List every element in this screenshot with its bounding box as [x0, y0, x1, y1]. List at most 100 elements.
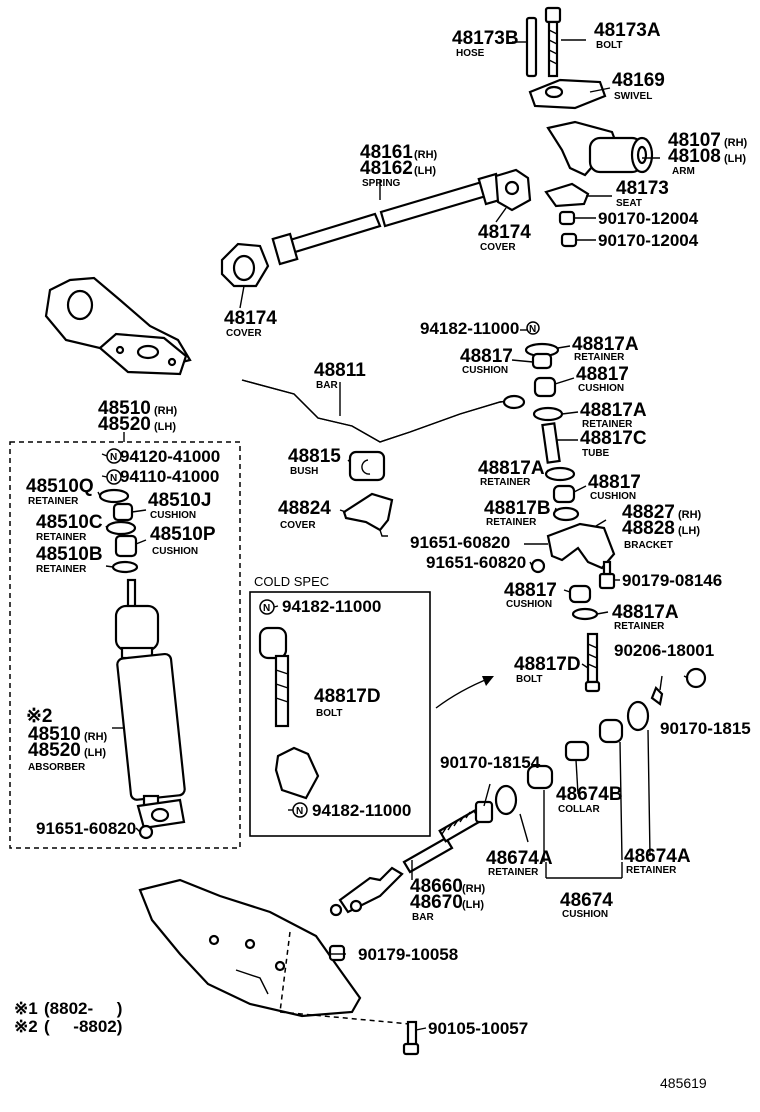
bush-48815-drawing	[348, 450, 386, 482]
label-48817c: 48817C	[580, 428, 647, 449]
label-48173a: 48173A	[594, 20, 661, 41]
label-48817-3: 48817	[588, 472, 641, 493]
label-48107: 48107	[668, 130, 721, 151]
label-48107-side: (RH)	[724, 137, 748, 149]
label-90170-18154: 90170-18154	[440, 753, 541, 772]
label-48173-desc: SEAT	[616, 198, 642, 209]
seat-48173-drawing	[544, 182, 590, 208]
label-48108-side: (LH)	[724, 153, 746, 165]
label-90206: 90206-18001	[614, 641, 714, 660]
stabilizer-bar-48811-drawing	[241, 379, 526, 443]
nut-90179-10058-drawing	[328, 944, 346, 962]
label-48827: 48827	[622, 502, 675, 523]
label-48174-top: 48174	[478, 222, 531, 243]
label-90179-08146: 90179-08146	[622, 571, 722, 590]
retainer-48510q-drawing	[98, 488, 130, 504]
label-48674b: 48674B	[556, 784, 623, 805]
cold-spec-arrow	[435, 676, 494, 709]
dashed-link-lower	[279, 931, 411, 1025]
cold-link-drawing	[258, 626, 320, 800]
label-48174-top-desc: COVER	[480, 242, 516, 253]
label-48670-side: (LH)	[462, 899, 484, 911]
note-2-text: ( -8802)	[44, 1017, 122, 1036]
label-48510j-desc: CUSHION	[150, 510, 196, 521]
label-94182-cold-top: 94182-11000	[282, 597, 381, 616]
label-48161-desc: SPRING	[362, 178, 401, 189]
nut-90170-12004-a	[558, 210, 576, 226]
label-48817c-desc: TUBE	[582, 448, 610, 459]
label-48674a-l-desc: RETAINER	[488, 867, 539, 878]
label-48817a-3-desc: RETAINER	[480, 477, 531, 488]
label-48817d-desc: BOLT	[516, 674, 542, 685]
label-48817a-4: 48817A	[612, 602, 679, 623]
label-48817-2: 48817	[576, 364, 629, 385]
label-91651-b: 91651-60820	[426, 553, 526, 572]
label-48674a-r: 48674A	[624, 846, 691, 867]
label-48817d-cold-desc: BOLT	[316, 708, 342, 719]
cushion-48817-2-drawing	[533, 376, 557, 398]
label-48817a-3: 48817A	[478, 458, 545, 479]
label-90170-12004-b: 90170-12004	[598, 231, 699, 250]
label-48520: 48520	[98, 414, 151, 435]
cushion-48817-1-drawing	[531, 352, 553, 370]
note-2-mark: ※2	[14, 1017, 38, 1036]
label-48173a-desc: BOLT	[596, 40, 622, 51]
svg-text:N: N	[263, 603, 270, 614]
label-90170-18154-r: 90170-1815	[660, 719, 751, 738]
note-1-text: (8802- )	[44, 999, 122, 1018]
label-48670: 48670	[410, 892, 463, 913]
label-48815-desc: BUSH	[290, 466, 318, 477]
nut-94182-cold-bot-drawing: N	[292, 802, 308, 818]
label-48161-side: (RH)	[414, 149, 438, 161]
label-91651-a: 91651-60820	[410, 533, 510, 552]
label-48817a-1-desc: RETAINER	[574, 352, 625, 363]
frame-bracket-drawing	[44, 276, 192, 376]
note-1-mark: ※1	[14, 999, 38, 1018]
label-48107-desc: ARM	[672, 166, 695, 177]
label-90179-10058: 90179-10058	[358, 945, 458, 964]
label-48510p-desc: CUSHION	[152, 546, 198, 557]
cushion-48817-4-drawing	[568, 584, 592, 604]
label-48161: 48161	[360, 142, 413, 163]
label-48828: 48828	[622, 518, 675, 539]
retainer-48674a-r-drawing	[626, 700, 650, 732]
nut-90170-18154-r-drawing	[685, 667, 707, 689]
label-48520-abs: 48520	[28, 740, 81, 761]
nut-90170-18154-drawing	[474, 800, 494, 824]
label-48817-1-desc: CUSHION	[462, 365, 508, 376]
cushion-48674-r-drawing	[598, 718, 624, 744]
label-48510p: 48510P	[150, 524, 216, 545]
label-48510-abs-desc: ABSORBER	[28, 762, 86, 773]
label-48174-left-desc: COVER	[226, 328, 262, 339]
bolt-48173a-drawing	[544, 6, 562, 78]
label-48510-abs-side: (RH)	[84, 731, 108, 743]
retainer-48510c-drawing	[105, 520, 137, 536]
label-48674b-desc: COLLAR	[558, 804, 600, 815]
hose-48173b-drawing	[525, 16, 538, 78]
label-48510c: 48510C	[36, 512, 103, 533]
label-48169: 48169	[612, 70, 665, 91]
cover-48824-drawing	[342, 492, 394, 537]
label-48660-desc: BAR	[412, 912, 434, 923]
label-48817-1: 48817	[460, 346, 513, 367]
label-48817a-1: 48817A	[572, 334, 639, 355]
retainer-48510b-drawing	[111, 560, 139, 574]
figure-number: 485619	[660, 1075, 707, 1091]
retainer-48817a-3-drawing	[544, 466, 576, 482]
label-94182-cold-bot: 94182-11000	[312, 801, 411, 820]
label-48510b-desc: RETAINER	[36, 564, 87, 575]
label-48660: 48660	[410, 876, 463, 897]
retainer-48817b-drawing	[552, 506, 580, 522]
label-48817a-4-desc: RETAINER	[614, 621, 665, 632]
leader-lines	[97, 39, 689, 1031]
label-94110: 94110-41000	[120, 467, 219, 486]
label-48817-2-desc: CUSHION	[578, 383, 624, 394]
label-48510: 48510	[98, 398, 151, 419]
label-48510b: 48510B	[36, 544, 103, 565]
nut-90179-08146-drawing	[598, 560, 616, 590]
label-48173: 48173	[616, 178, 669, 199]
label-48169-desc: SWIVEL	[614, 91, 652, 102]
bolt-91651-b-drawing	[530, 558, 546, 574]
label-48520-abs-side: (LH)	[84, 747, 106, 759]
